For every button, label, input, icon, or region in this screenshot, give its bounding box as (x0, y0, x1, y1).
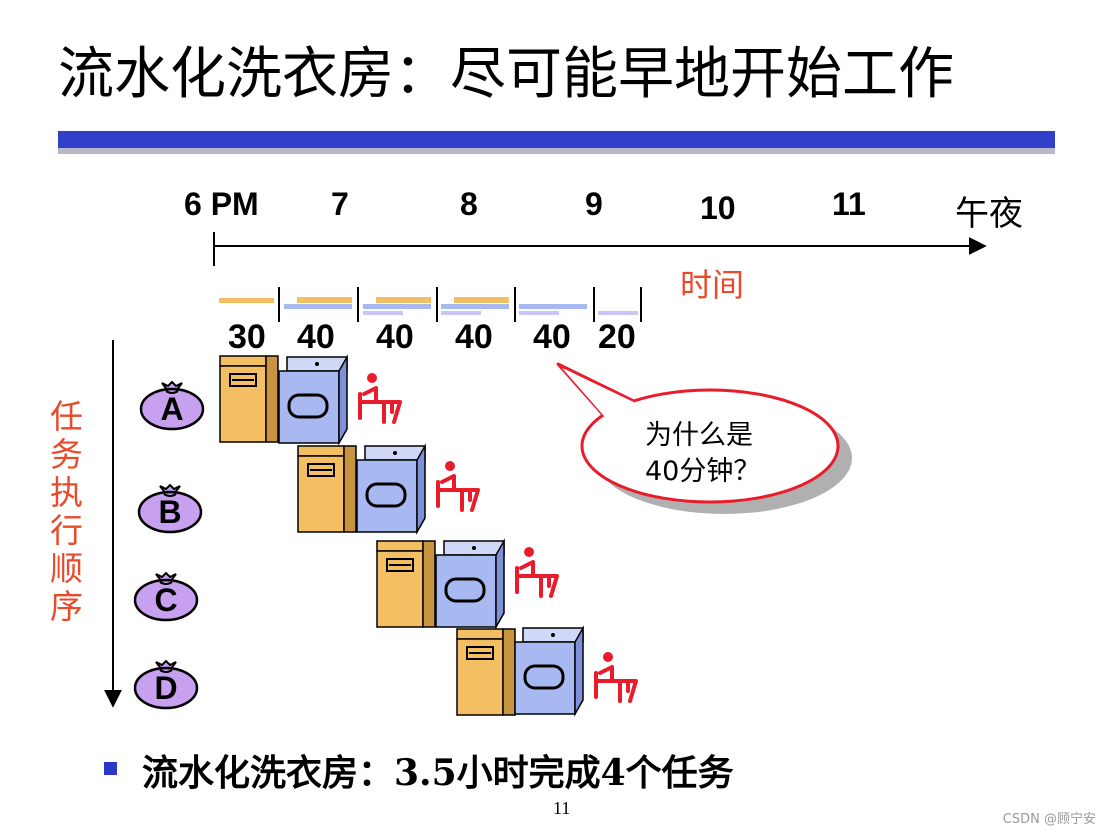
washer-icon (297, 445, 357, 533)
duration-label: 40 (376, 318, 414, 356)
tick-7: 7 (331, 186, 349, 222)
washer-icon (219, 355, 279, 443)
duration-label: 40 (455, 318, 493, 356)
bullet-square-icon (104, 762, 117, 775)
tick-8: 8 (460, 186, 478, 222)
washer-icon (376, 540, 436, 628)
callout-bubble (556, 362, 852, 514)
folding-person-icon (515, 545, 559, 598)
tick-11: 11 (832, 186, 866, 222)
dryer-icon (355, 444, 427, 534)
duration-label: 30 (228, 318, 266, 356)
page-number: 11 (553, 798, 571, 818)
folding-person-icon (436, 459, 480, 512)
duration-label: 40 (533, 318, 571, 356)
tick-9: 9 (585, 186, 603, 222)
task-label: A (160, 391, 183, 427)
task-label: D (154, 670, 177, 706)
washer-icon (456, 628, 516, 716)
summary-text: 流水化洗衣房：3.5小时完成4个任务 (142, 752, 734, 794)
dryer-icon (434, 539, 506, 629)
task-order-label: 任 务 执 行 顺 序 (50, 397, 83, 626)
stage-bars (219, 297, 638, 315)
tick-6pm: 6 PM (184, 186, 259, 222)
duration-label: 20 (598, 318, 636, 356)
tick-midnight: 午夜 (955, 194, 1023, 234)
dryer-icon (513, 626, 585, 716)
duration-label: 40 (297, 318, 335, 356)
tick-10: 10 (700, 190, 736, 226)
task-label: C (154, 582, 177, 618)
folding-person-icon (358, 371, 402, 424)
title-underline (58, 131, 1055, 148)
watermark: CSDN @顾宁安 (1002, 812, 1096, 827)
dryer-icon (277, 355, 349, 445)
folding-person-icon (594, 650, 638, 703)
page-title: 流水化洗衣房：尽可能早地开始工作 (58, 42, 954, 107)
task-label: B (158, 494, 181, 530)
time-axis-label: 时间 (680, 266, 745, 304)
stage-separators (278, 287, 642, 322)
callout-text: 为什么是 40分钟？ (645, 420, 761, 487)
